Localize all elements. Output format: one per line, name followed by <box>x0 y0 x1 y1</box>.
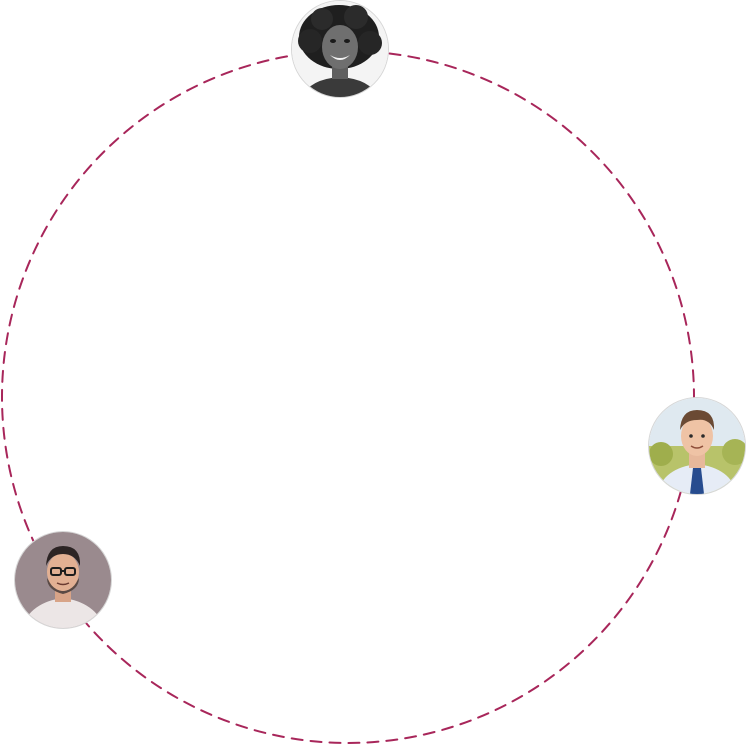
woman-portrait-icon <box>292 1 388 97</box>
avatar-left <box>15 532 111 628</box>
avatar-right <box>649 398 745 494</box>
man-blue-tie-portrait-icon <box>649 398 745 494</box>
man-with-glasses-portrait-icon <box>15 532 111 628</box>
avatar-top <box>292 1 388 97</box>
